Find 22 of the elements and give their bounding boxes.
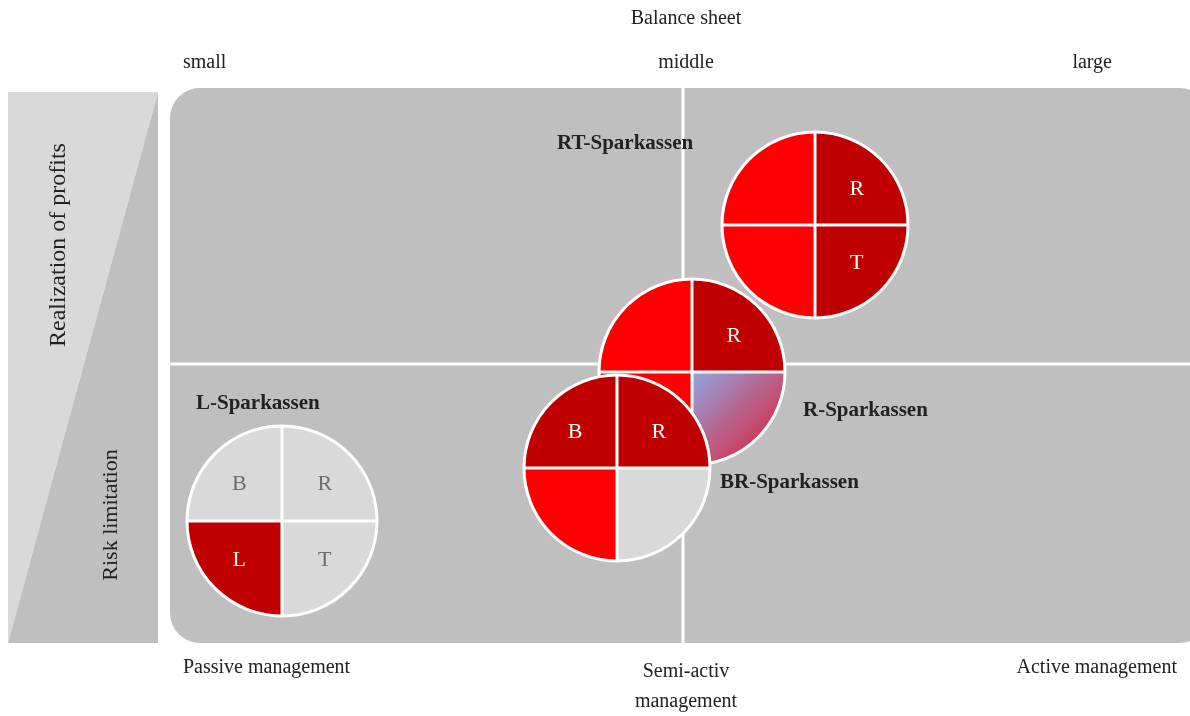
group-heading: L-Sparkassen — [196, 390, 320, 415]
axis-label: Risk limitation — [97, 449, 123, 581]
segment-letter: B — [566, 417, 584, 444]
scale-label: Active management — [1016, 655, 1177, 678]
segment-letter: L — [231, 546, 247, 572]
segment-letter: R — [316, 470, 334, 496]
scale-label: Passive management — [183, 655, 351, 678]
axis-title: Balance sheet — [630, 6, 742, 29]
scale-label: Semi-activ management — [633, 658, 739, 714]
segment-letter: R — [650, 417, 668, 444]
scale-label: small — [183, 50, 227, 73]
group-heading: RT-Sparkassen — [557, 130, 694, 155]
group-heading: R-Sparkassen — [803, 397, 928, 422]
scale-label: large — [1072, 50, 1112, 73]
segment-letter: T — [317, 546, 333, 572]
axis-label: Realization of profits — [43, 143, 71, 347]
segment-letter: B — [230, 470, 248, 496]
segment-letter: R — [848, 174, 866, 201]
segment-letter: R — [725, 321, 743, 348]
scale-label: middle — [658, 50, 714, 73]
segment-letter: T — [849, 249, 865, 276]
group-heading: BR-Sparkassen — [720, 469, 859, 494]
